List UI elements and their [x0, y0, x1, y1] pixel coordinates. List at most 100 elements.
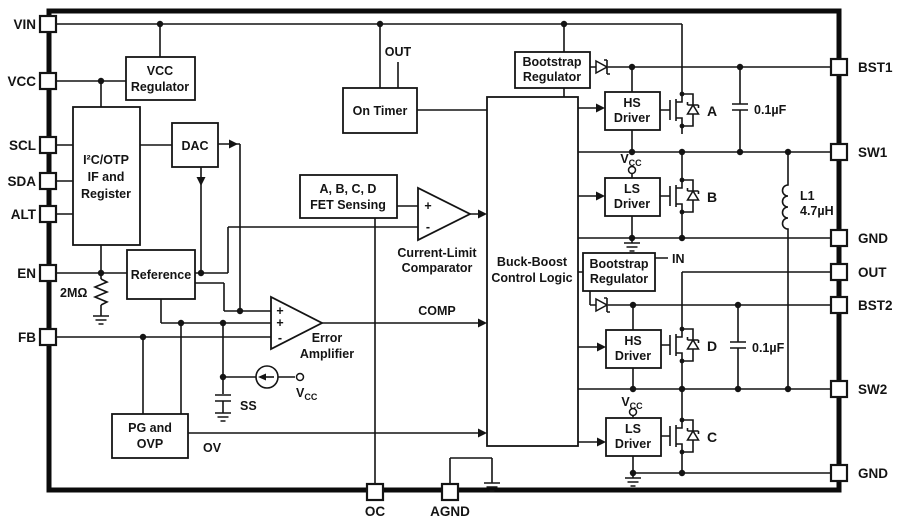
- block-label: Regulator: [523, 70, 581, 84]
- current-source: [255, 365, 279, 389]
- minus-sign: -: [278, 331, 282, 345]
- block-label: HS: [623, 96, 640, 110]
- cap-value-bst2: 0.1µF: [752, 341, 785, 355]
- block-label: Regulator: [590, 272, 648, 286]
- minus-sign: -: [426, 220, 430, 234]
- bootstrap-diode-1: [595, 59, 611, 75]
- ground-symbol-ss: [214, 407, 232, 422]
- vcc-label-lsc: VCC: [621, 395, 643, 411]
- vcc-label-lsb: VCC: [620, 152, 642, 168]
- plus-sign: +: [276, 304, 283, 318]
- pin-fb: [38, 327, 58, 347]
- wires-power-stage-2: [449, 152, 831, 484]
- ground-symbol-en: [92, 310, 110, 325]
- wires-power-stage-1: [563, 66, 831, 239]
- net-label-comp: COMP: [418, 304, 456, 318]
- bootstrap-diode-2: [595, 297, 611, 313]
- net-label-ss: SS: [240, 399, 257, 413]
- block-buck-boost-control-logic: Buck-Boost Control Logic: [486, 96, 579, 447]
- block-pg-ovp: PG and OVP: [111, 413, 189, 459]
- block-label: FET Sensing: [310, 198, 386, 212]
- block-label: Reference: [131, 268, 191, 282]
- block-dac: DAC: [171, 122, 219, 168]
- pin-label-alt: ALT: [11, 207, 37, 222]
- pin-sda: [38, 171, 58, 191]
- amplifier-label: Amplifier: [300, 347, 354, 361]
- pin-alt: [38, 204, 58, 224]
- pin-sw2: [829, 379, 849, 399]
- block-label: OVP: [137, 437, 163, 451]
- pin-label-out: OUT: [858, 265, 887, 280]
- fet-label-d: D: [707, 338, 717, 354]
- pin-label-vin: VIN: [13, 17, 36, 32]
- pin-gnd-1: [829, 228, 849, 248]
- block-label: On Timer: [353, 104, 408, 118]
- plus-sign: +: [424, 199, 431, 213]
- cap-value-bst1: 0.1µF: [754, 103, 787, 117]
- comparator-label: Current-Limit: [397, 246, 477, 260]
- block-label: Driver: [614, 197, 650, 211]
- pin-label-agnd: AGND: [430, 504, 470, 519]
- block-hs-driver-2: HS Driver: [605, 329, 662, 369]
- pin-label-gnd-2: GND: [858, 466, 888, 481]
- pins-right: BST1 SW1 GND OUT BST2 SW2 GND: [829, 57, 893, 483]
- vcc-terminal-lsc: [628, 407, 638, 417]
- resistor-value: 2MΩ: [60, 286, 87, 300]
- comparator-label: Comparator: [402, 261, 473, 275]
- block-label: Driver: [614, 111, 650, 125]
- current-limit-comparator: + - Current-Limit Comparator: [397, 186, 477, 275]
- block-label: A, B, C, D: [320, 182, 377, 196]
- block-label: DAC: [181, 139, 208, 153]
- block-vcc-regulator: VCC Regulator: [125, 56, 196, 101]
- mosfet-b: [659, 171, 700, 221]
- junction-dots: [97, 20, 792, 477]
- block-ls-driver-1: LS Driver: [604, 177, 661, 217]
- block-label: Register: [81, 187, 131, 201]
- pin-label-sda: SDA: [7, 174, 36, 189]
- block-label: Driver: [615, 437, 651, 451]
- pin-out: [829, 262, 849, 282]
- fet-label-c: C: [707, 429, 717, 445]
- pins-bottom: OC AGND: [365, 482, 470, 519]
- error-amplifier: + + - Error Amplifier: [270, 295, 354, 361]
- ss-capacitor: [215, 394, 231, 402]
- pin-oc: [365, 482, 385, 502]
- pin-label-gnd-1: GND: [858, 231, 888, 246]
- pin-bst1: [829, 57, 849, 77]
- mosfet-c: [659, 411, 700, 461]
- pin-scl: [38, 135, 58, 155]
- block-label: Bootstrap: [589, 257, 648, 271]
- block-fet-sensing: A, B, C, D FET Sensing: [299, 174, 398, 219]
- pin-en: [38, 263, 58, 283]
- block-label: Regulator: [131, 80, 189, 94]
- mosfet-a: [659, 85, 700, 135]
- block-hs-driver-1: HS Driver: [604, 91, 661, 131]
- block-i2c-otp: I²C/OTP IF and Register: [72, 106, 141, 246]
- pin-label-oc: OC: [365, 504, 386, 519]
- net-label-out: OUT: [385, 45, 412, 59]
- pin-label-bst1: BST1: [858, 60, 893, 75]
- pin-label-vcc: VCC: [7, 74, 36, 89]
- block-label: IF and: [88, 170, 125, 184]
- vcc-terminal-lsb: [627, 165, 637, 175]
- pin-bst2: [829, 295, 849, 315]
- fet-label-b: B: [707, 189, 717, 205]
- block-bootstrap-regulator-2: Bootstrap Regulator: [582, 252, 656, 292]
- mosfet-d: [659, 320, 700, 370]
- pin-agnd: [440, 482, 460, 502]
- block-label: Buck-Boost: [497, 255, 568, 269]
- pin-gnd-2: [829, 463, 849, 483]
- block-label: VCC: [147, 64, 173, 78]
- pins-left: VIN VCC SCL SDA ALT EN FB: [7, 14, 58, 347]
- block-label: LS: [624, 182, 640, 196]
- net-label-in: IN: [672, 252, 685, 266]
- pin-label-sw1: SW1: [858, 145, 888, 160]
- block-bootstrap-regulator-1: Bootstrap Regulator: [514, 51, 591, 89]
- resistor-2mohm: [92, 278, 110, 306]
- pin-label-en: EN: [17, 266, 36, 281]
- block-ls-driver-2: LS Driver: [605, 417, 662, 457]
- block-on-timer: On Timer: [342, 87, 418, 134]
- block-label: Driver: [615, 349, 651, 363]
